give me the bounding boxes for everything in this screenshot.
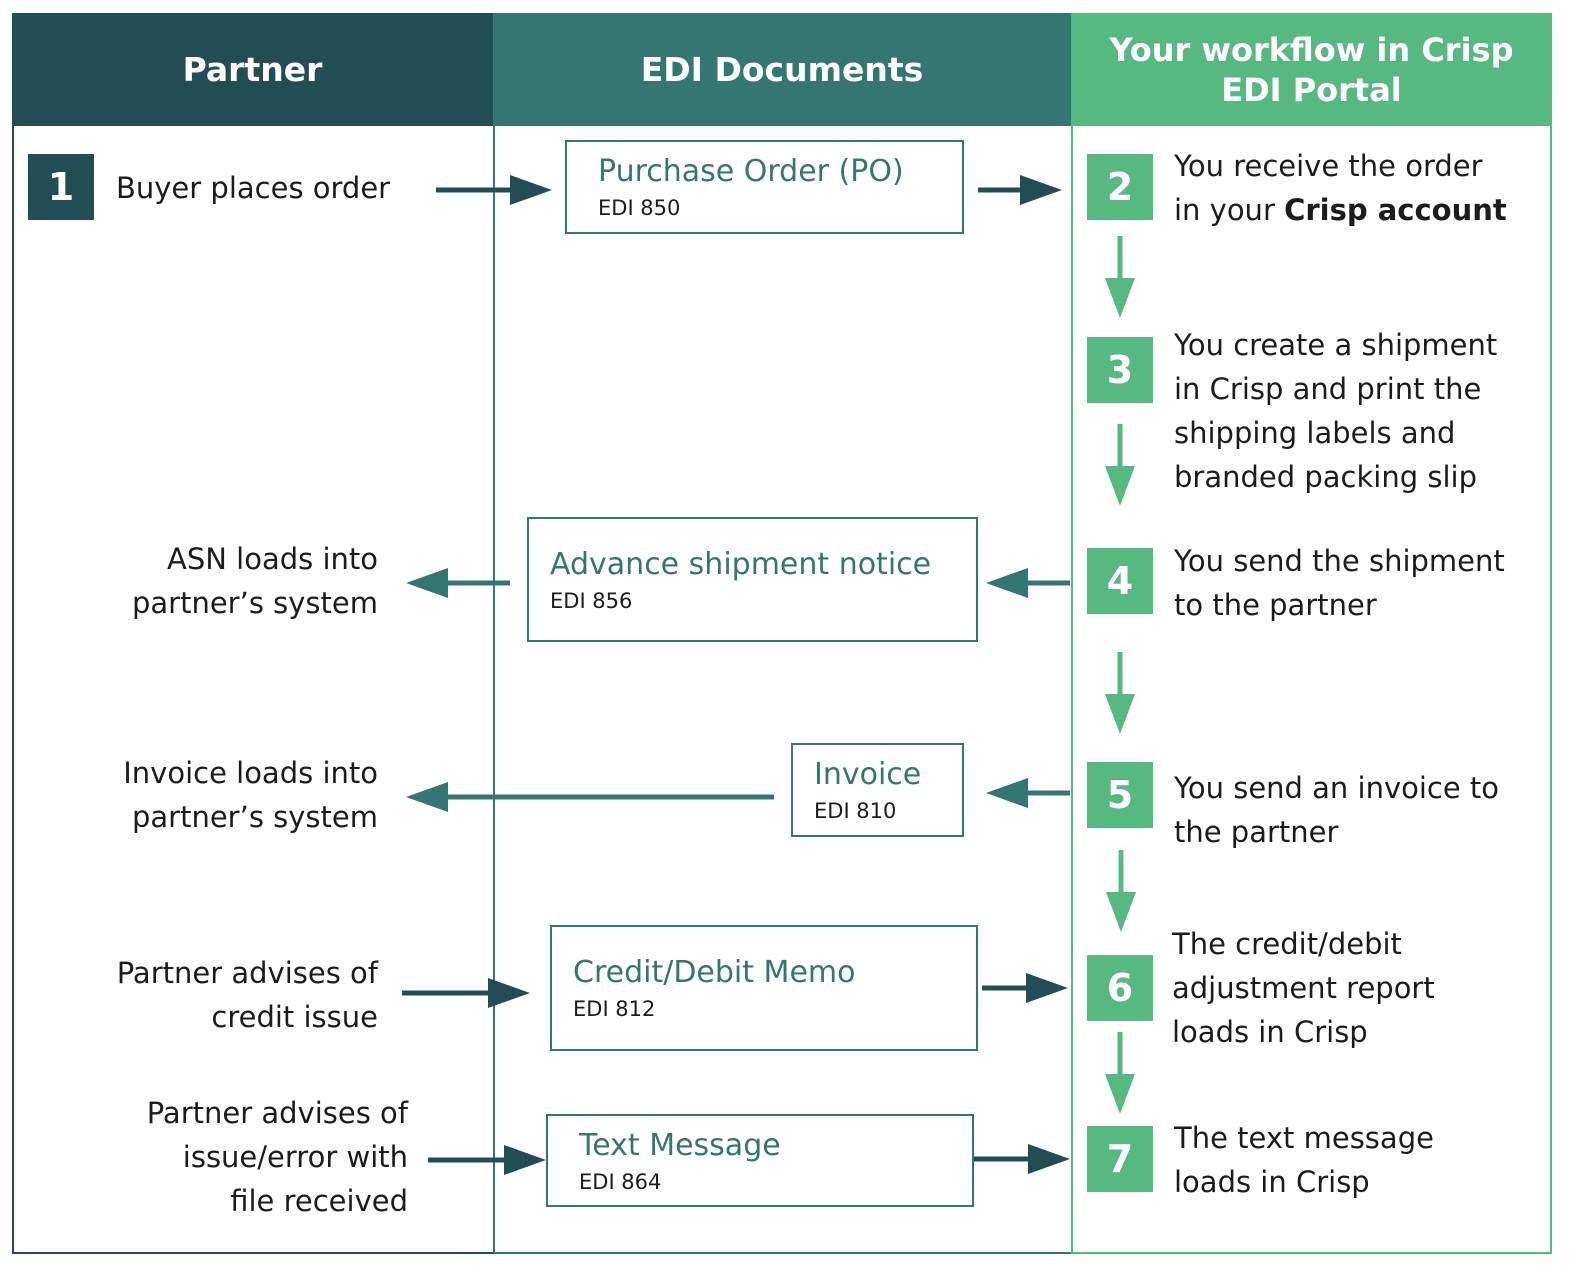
workflow-column-header: Your workflow in Crisp EDI Portal — [1071, 13, 1552, 126]
step-3-text: You create a shipment in Crisp and print… — [1174, 328, 1498, 494]
workflow-column — [1071, 126, 1552, 1254]
credit-advise-text: Partner advises of credit issue — [116, 956, 378, 1034]
step-7-text: The text message loads in Crisp — [1174, 1121, 1434, 1199]
edi-header-label: EDI Documents — [640, 49, 924, 89]
arrow-invoice-to-partner — [406, 782, 774, 812]
doc-invoice: Invoice EDI 810 — [791, 743, 964, 837]
arrow-step2-to-step3 — [1105, 236, 1135, 318]
arrow-workflow-to-asn — [986, 568, 1070, 598]
step-2-text-plain: You receive the order in your — [1174, 149, 1483, 227]
arrow-message-to-workflow — [974, 1144, 1070, 1174]
doc-credit-debit-memo: Credit/Debit Memo EDI 812 — [550, 925, 978, 1051]
step-4-number: 4 — [1106, 559, 1134, 603]
doc-code: EDI 810 — [814, 799, 897, 823]
partner-header-label: Partner — [182, 49, 323, 89]
doc-advance-shipment-notice: Advance shipment notice EDI 856 — [527, 517, 978, 642]
step-1-number: 1 — [47, 165, 75, 209]
partner-column — [12, 126, 493, 1254]
step-2-badge: 2 — [1087, 154, 1153, 220]
step-3-badge: 3 — [1087, 337, 1153, 403]
step-5-number: 5 — [1106, 773, 1134, 817]
arrow-order-to-po — [436, 175, 552, 205]
error-advise-text: Partner advises of issue/error with file… — [146, 1096, 408, 1218]
doc-code: EDI 864 — [579, 1170, 662, 1194]
workflow-header-label: Your workflow in Crisp EDI Portal — [1109, 30, 1514, 109]
arrow-step3-to-step4 — [1105, 424, 1135, 506]
arrow-step5-to-step6 — [1106, 850, 1136, 932]
doc-code: EDI 850 — [598, 196, 681, 220]
doc-code: EDI 812 — [573, 997, 656, 1021]
doc-purchase-order: Purchase Order (PO) EDI 850 — [565, 140, 964, 234]
step-2-text-bold: Crisp account — [1284, 193, 1507, 227]
step-1-badge: 1 — [28, 154, 94, 220]
step-6-number: 6 — [1106, 966, 1134, 1010]
step-3-number: 3 — [1106, 348, 1134, 392]
invoice-loads-text: Invoice loads into partner’s system — [123, 756, 378, 834]
doc-title: Credit/Debit Memo — [573, 955, 856, 990]
edi-column-header: EDI Documents — [493, 13, 1071, 126]
arrow-error-to-message — [428, 1145, 546, 1175]
doc-code: EDI 856 — [550, 589, 633, 613]
arrow-asn-to-partner — [406, 568, 510, 598]
arrow-credit-to-memo — [402, 978, 530, 1008]
edi-column — [493, 126, 1071, 1254]
step-4-text: You send the shipment to the partner — [1174, 544, 1505, 622]
buyer-places-order-text: Buyer places order — [116, 171, 391, 205]
step-4-badge: 4 — [1087, 548, 1153, 614]
step-2-text: You receive the order in your Crisp acco… — [1174, 144, 1507, 232]
step-6-badge: 6 — [1087, 955, 1153, 1021]
arrow-memo-to-workflow — [982, 973, 1068, 1003]
arrow-step4-to-step5 — [1105, 652, 1135, 734]
step-5-text: You send an invoice to the partner — [1174, 771, 1500, 849]
doc-title: Advance shipment notice — [550, 547, 932, 582]
step-5-badge: 5 — [1087, 762, 1153, 828]
arrow-step6-to-step7 — [1105, 1032, 1135, 1114]
doc-title: Invoice — [814, 757, 922, 792]
doc-title: Purchase Order (PO) — [598, 154, 904, 189]
doc-title: Text Message — [579, 1128, 781, 1163]
doc-text-message: Text Message EDI 864 — [546, 1114, 974, 1207]
step-2-number: 2 — [1106, 165, 1134, 209]
asn-loads-text: ASN loads into partner’s system — [131, 542, 378, 620]
step-6-text: The credit/debit adjustment report loads… — [1172, 927, 1435, 1049]
partner-column-header: Partner — [12, 13, 493, 126]
arrow-po-to-workflow — [978, 175, 1062, 205]
arrow-workflow-to-invoice — [986, 778, 1070, 808]
step-7-number: 7 — [1106, 1137, 1134, 1181]
step-7-badge: 7 — [1087, 1126, 1153, 1192]
